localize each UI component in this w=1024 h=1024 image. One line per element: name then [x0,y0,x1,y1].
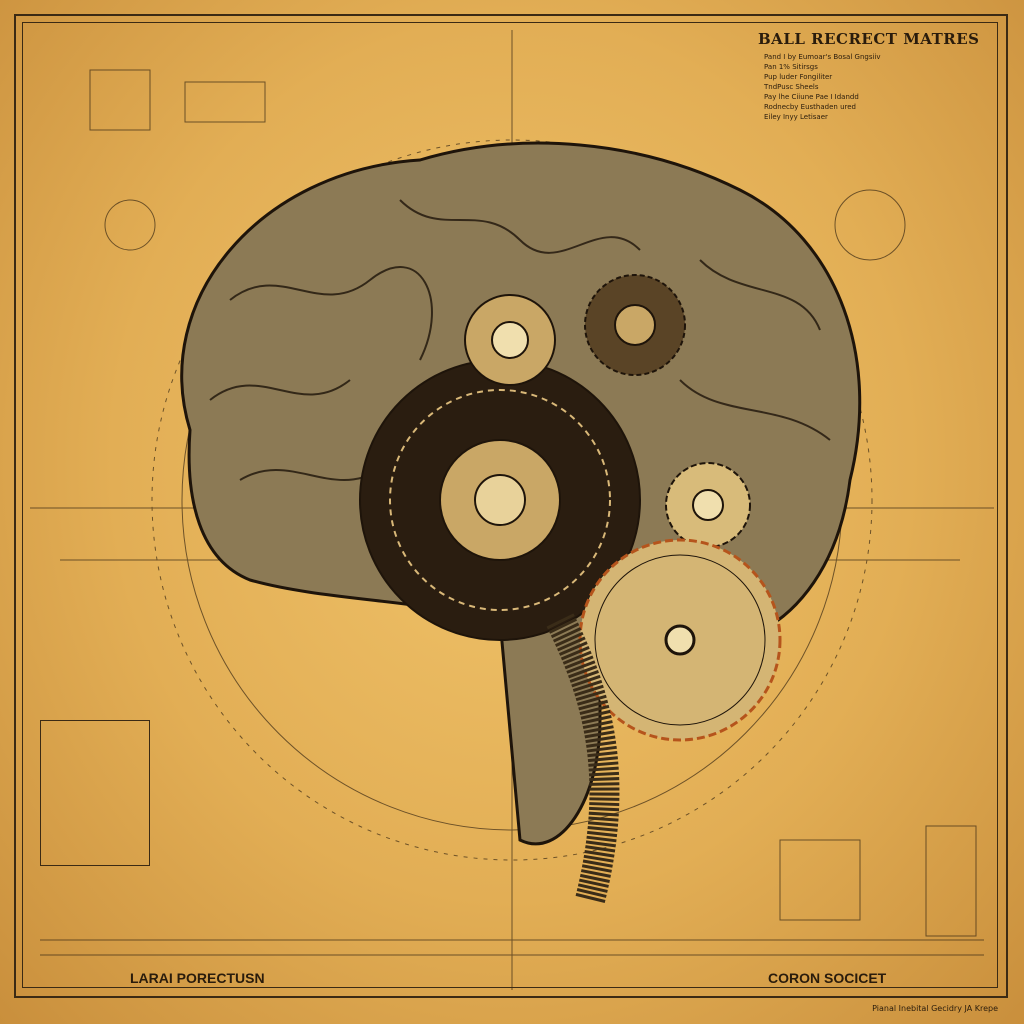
diagram-title: BALL RECRECT MATRES [758,30,980,48]
note-line: Eiley Inyy Letisaer [764,113,828,121]
spinal-hose [546,613,620,904]
credit-line: Pianal Inebital Gecidry JA Krepe [872,1004,998,1013]
gear-orange-mesh [578,538,782,742]
title-notes: Pand I by Eumoar's Bosal Gngsiiv Pan 1% … [764,52,881,122]
bottom-right-label: CORON SOCICET [768,970,887,986]
note-line: Pand I by Eumoar's Bosal Gngsiiv [764,53,881,61]
note-line: Rodnecby Eusthaden ured [764,103,856,111]
gear-large [359,359,641,641]
gear-right [665,462,751,548]
note-line: Pup luder Fongiliter [764,73,833,81]
note-line: TndPusc Sheels [764,83,819,91]
gear-top [464,274,686,386]
outer-border [14,14,1008,998]
bottom-left-label: LARAI PORECTUSN [130,970,265,986]
inner-border [22,22,998,988]
note-line: Pan 1% Sitirsgs [764,63,818,71]
legend-table [40,720,150,866]
note-line: Pay lhe Ciiune Pae I Idandd [764,93,859,101]
